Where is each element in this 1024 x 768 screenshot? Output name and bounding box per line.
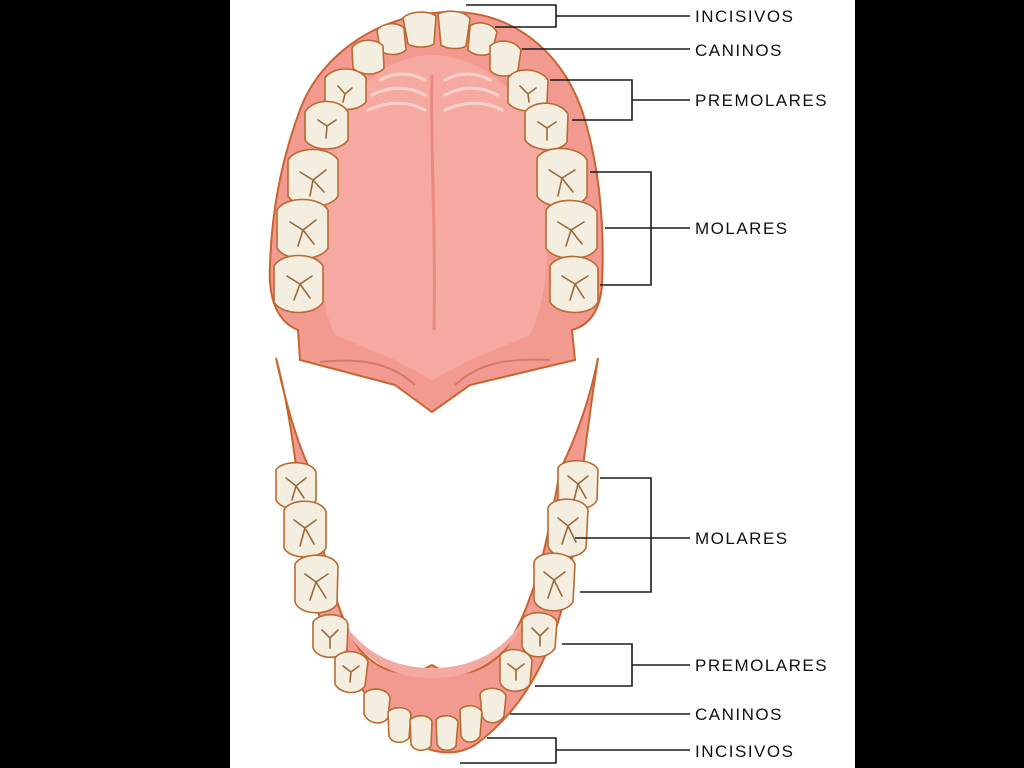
upper-arch (268, 10, 604, 414)
upper-teeth (273, 10, 599, 314)
leader-upper-molars (590, 171, 690, 286)
leader-lower-premolars (535, 643, 690, 687)
lower-central-incisor-right (435, 714, 459, 752)
upper-palate-fold (319, 358, 551, 386)
upper-first-molar-left (287, 148, 339, 208)
upper-leader-lines (466, 4, 690, 286)
upper-tooth-fissures (286, 85, 589, 301)
label-upper-premolars: PREMOLARES (695, 91, 828, 110)
upper-central-incisor-left (402, 11, 437, 48)
lower-lateral-incisor-right (459, 704, 483, 743)
label-upper-incisors: INCISIVOS (695, 7, 794, 26)
label-lower-canines: CANINOS (695, 705, 783, 724)
leader-lower-molars (575, 477, 690, 593)
lower-lateral-incisor-left (387, 706, 412, 744)
upper-third-molar-right (549, 255, 599, 314)
palatine-raphe (430, 74, 436, 331)
leader-lower-incisors (460, 737, 690, 764)
lower-central-incisor-left (409, 714, 433, 752)
label-upper-molars: MOLARES (695, 219, 789, 238)
lower-arch (275, 357, 599, 754)
lower-leader-lines (460, 477, 690, 764)
upper-canine-left (351, 39, 385, 75)
leader-upper-incisors-path (466, 4, 690, 28)
label-lower-incisors: INCISIVOS (695, 742, 794, 761)
labels: INCISIVOS CANINOS PREMOLARES MOLARES MOL… (695, 7, 828, 761)
lower-second-premolar-left (312, 613, 349, 659)
lower-tooth-fissures (285, 475, 589, 683)
upper-lateral-incisor-left (376, 22, 407, 56)
palatal-rugae (366, 72, 504, 112)
lower-gum-inner (330, 600, 535, 678)
label-lower-molars: MOLARES (695, 529, 789, 548)
leader-upper-premolars (550, 79, 690, 121)
label-upper-canines: CANINOS (695, 41, 783, 60)
upper-central-incisor-right (437, 10, 471, 50)
lower-canine-right (479, 687, 507, 724)
upper-second-premolar-right (524, 102, 569, 151)
lower-canine-left (363, 688, 391, 724)
upper-canine-right (489, 40, 522, 77)
label-lower-premolars: PREMOLARES (695, 656, 828, 675)
